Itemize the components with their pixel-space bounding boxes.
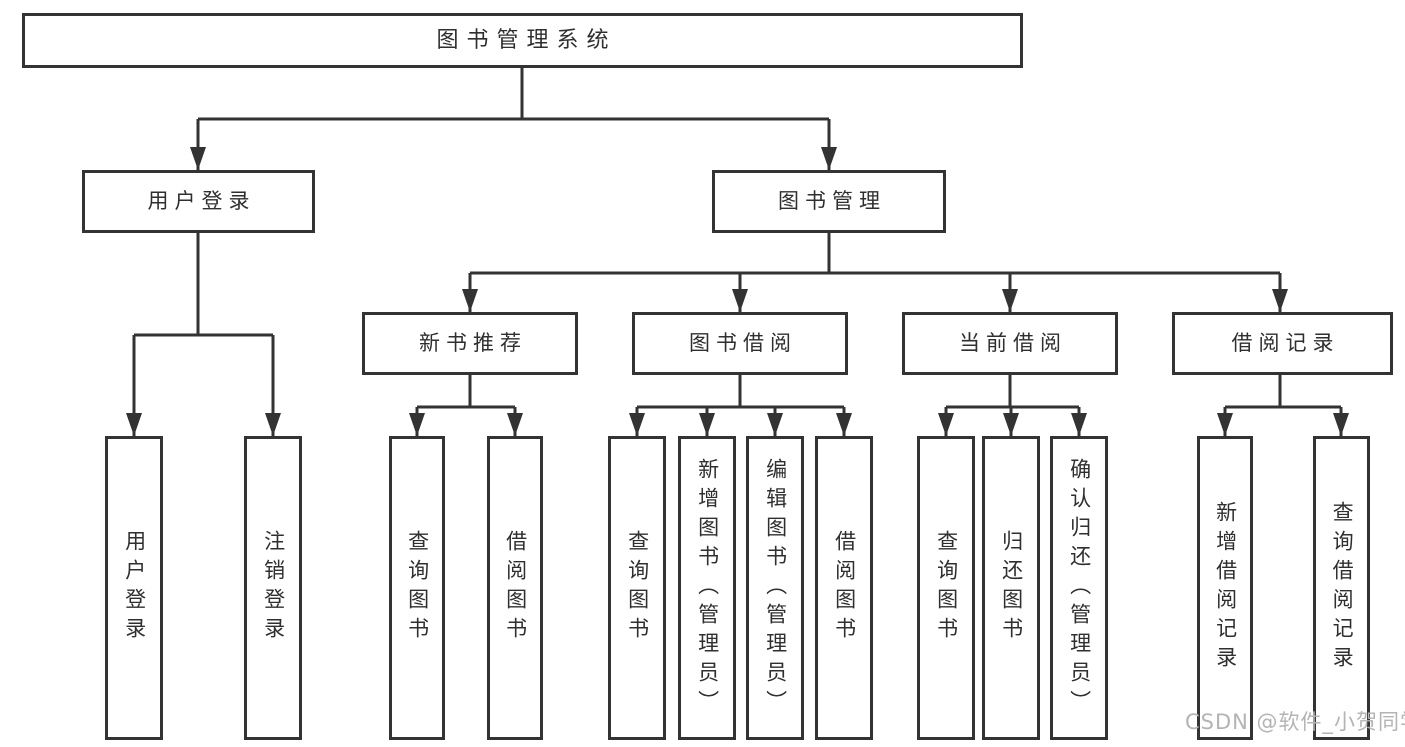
node-current-borrowing: 当前借阅 [902, 312, 1118, 375]
arrow-icon [836, 413, 852, 436]
node-label: 查询借阅记录 [1330, 501, 1355, 675]
node-label: 借阅图书 [503, 530, 528, 646]
leaf-query-borrow-record: 查询借阅记录 [1313, 436, 1370, 740]
arrow-icon [409, 413, 425, 436]
node-new-book-recommendation: 新书推荐 [362, 312, 578, 375]
node-label: 用户登录 [122, 530, 147, 646]
node-label: 用户登录 [147, 189, 256, 213]
connector-borrowing-records [1223, 375, 1343, 436]
arrow-icon [1217, 413, 1233, 436]
arrow-icon [1333, 413, 1349, 436]
node-borrowing-records: 借阅记录 [1172, 312, 1393, 375]
connector-user-login [132, 233, 275, 436]
arrow-icon [265, 413, 281, 436]
leaf-add-books-admin: 新增图书（管理员） [678, 436, 736, 740]
node-label: 新增图书（管理员） [695, 457, 720, 719]
node-user-login: 用户登录 [82, 170, 315, 233]
node-book-borrowing: 图书借阅 [632, 312, 848, 375]
node-label: 注销登录 [261, 530, 286, 646]
arrow-icon [938, 413, 954, 436]
node-label: 借阅记录 [1231, 331, 1340, 355]
arrowheads [126, 147, 1349, 436]
arrow-icon [126, 413, 142, 436]
node-label: 当前借阅 [959, 331, 1067, 355]
node-label: 图书管理系统 [436, 27, 617, 53]
arrow-icon [821, 147, 837, 170]
arrow-icon [1071, 413, 1087, 436]
node-label: 归还图书 [999, 530, 1024, 646]
node-library-management-system: 图书管理系统 [22, 13, 1023, 68]
connector-book-borrowing [635, 375, 846, 436]
leaf-query-books-current: 查询图书 [917, 436, 975, 740]
leaf-borrow-books-recommend: 借阅图书 [487, 436, 543, 740]
leaf-query-books-recommend: 查询图书 [389, 436, 445, 740]
node-label: 借阅图书 [832, 530, 857, 646]
arrow-icon [462, 289, 478, 312]
leaf-query-books-borrow: 查询图书 [608, 436, 666, 740]
arrow-icon [190, 147, 206, 170]
leaf-return-books: 归还图书 [982, 436, 1040, 740]
leaf-edit-books-admin: 编辑图书（管理员） [746, 436, 804, 740]
arrow-icon [1003, 413, 1019, 436]
arrow-icon [732, 289, 748, 312]
arrow-icon [1002, 289, 1018, 312]
node-label: 查询图书 [625, 530, 650, 646]
connector-root [196, 68, 831, 170]
node-label: 确认归还（管理员） [1067, 457, 1092, 719]
connector-new-book-recommendation [415, 375, 517, 436]
node-label: 新书推荐 [419, 331, 527, 355]
node-label: 查询图书 [405, 530, 430, 646]
csdn-watermark: CSDN @软件_小贺同学 [1185, 710, 1405, 734]
leaf-confirm-return-admin: 确认归还（管理员） [1050, 436, 1108, 740]
connector-book-management [468, 233, 1282, 312]
node-label: 编辑图书（管理员） [763, 457, 788, 719]
node-label: 查询图书 [934, 530, 959, 646]
arrow-icon [767, 413, 783, 436]
arrow-icon [629, 413, 645, 436]
leaf-user-login: 用户登录 [105, 436, 163, 740]
node-book-management: 图书管理 [712, 170, 946, 233]
arrow-icon [699, 413, 715, 436]
node-label: 图书借阅 [689, 331, 797, 355]
leaf-logout-login: 注销登录 [244, 436, 302, 740]
arrow-icon [1272, 289, 1288, 312]
leaf-borrow-books-borrow: 借阅图书 [815, 436, 873, 740]
node-label: 新增借阅记录 [1213, 501, 1238, 675]
node-label: 图书管理 [778, 189, 886, 213]
leaf-add-borrow-record: 新增借阅记录 [1197, 436, 1253, 740]
arrow-icon [507, 413, 523, 436]
